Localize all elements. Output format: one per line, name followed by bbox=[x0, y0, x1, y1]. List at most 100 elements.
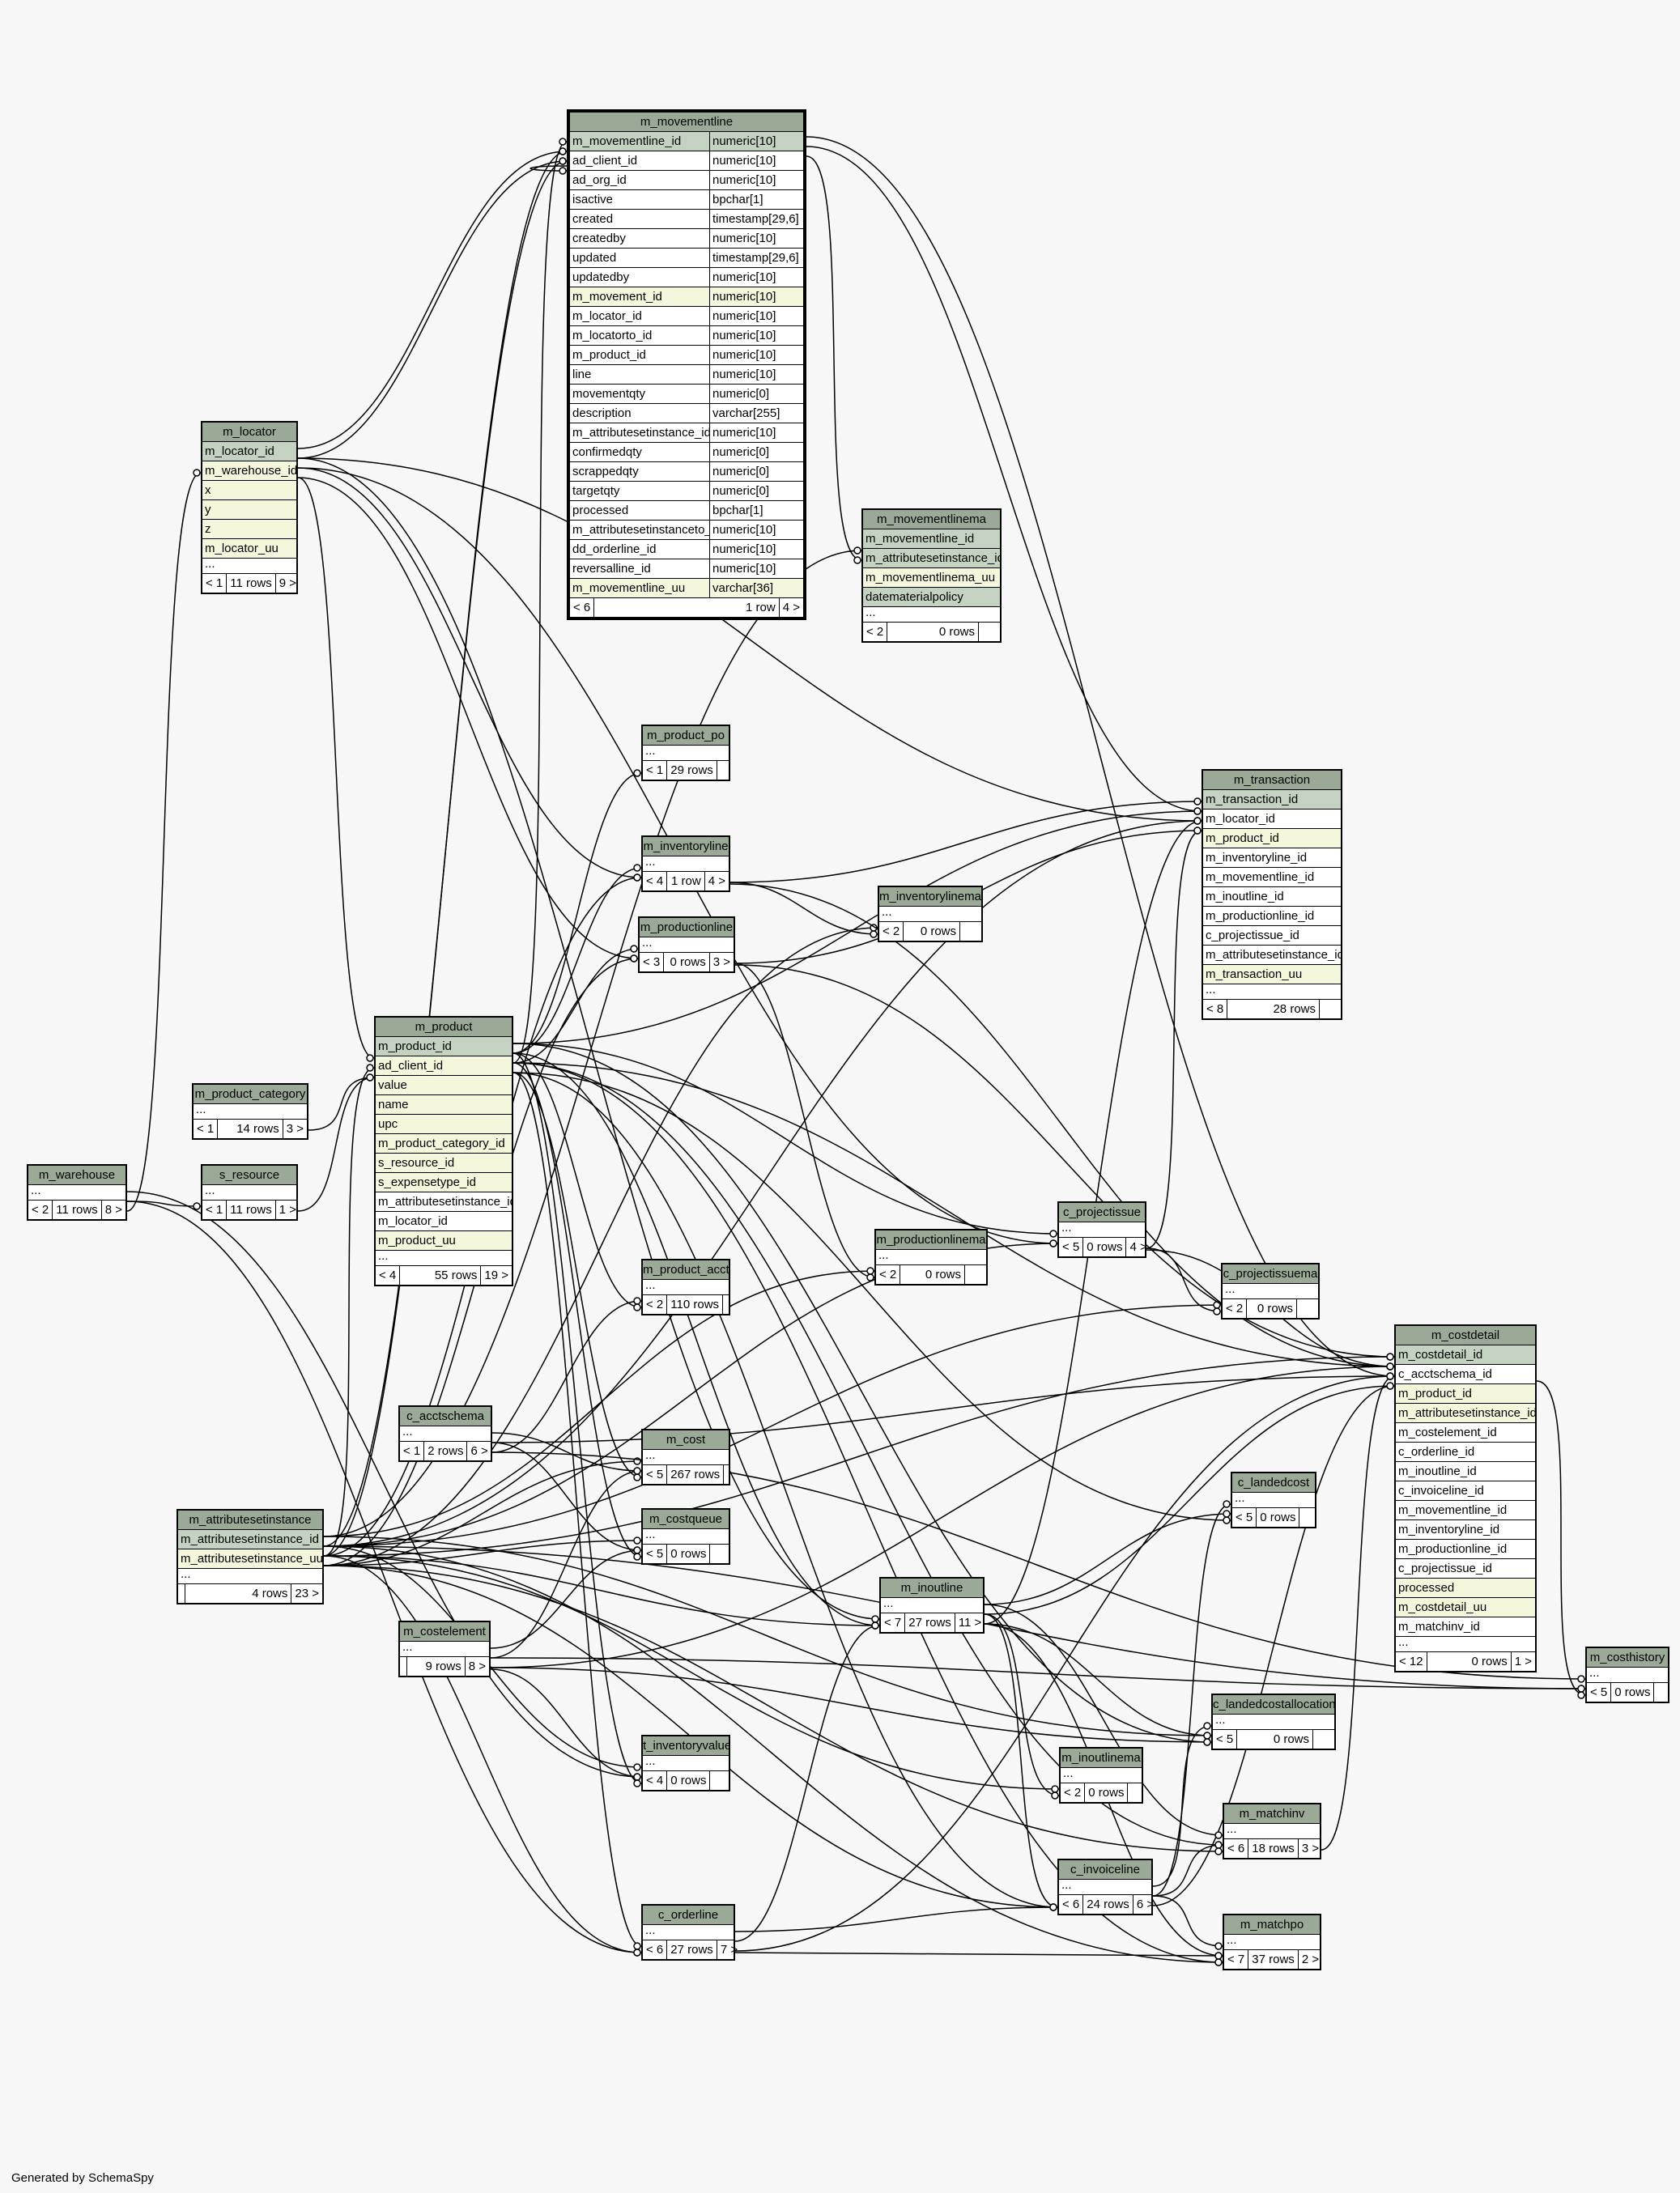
column-row[interactable]: ... bbox=[643, 1529, 729, 1545]
column-row[interactable]: ... bbox=[400, 1642, 489, 1657]
column-row[interactable]: m_costdetail_uu bbox=[1396, 1598, 1535, 1617]
parents-count[interactable]: < 1 bbox=[400, 1442, 425, 1460]
parents-count[interactable]: < 2 bbox=[863, 623, 888, 641]
parents-count[interactable]: < 4 bbox=[643, 872, 668, 890]
column-row[interactable]: ... bbox=[1061, 1768, 1142, 1783]
children-count[interactable]: 2 > bbox=[1301, 1953, 1320, 1966]
table-title[interactable]: m_matchinv bbox=[1224, 1804, 1320, 1824]
table-title[interactable]: m_movementlinema bbox=[863, 510, 1000, 529]
column-row[interactable]: ... bbox=[1587, 1668, 1668, 1683]
parents-count[interactable]: < 2 bbox=[28, 1201, 53, 1219]
parents-count[interactable]: < 1 bbox=[202, 574, 228, 593]
column-row[interactable]: m_inoutline_id bbox=[1203, 887, 1341, 907]
table-title[interactable]: m_inoutlinema bbox=[1061, 1749, 1142, 1768]
table-title[interactable]: c_landedcostallocation bbox=[1213, 1695, 1334, 1715]
column-row[interactable]: z bbox=[202, 520, 296, 539]
parents-count[interactable]: < 7 bbox=[1224, 1950, 1249, 1969]
parents-count[interactable]: < 2 bbox=[1061, 1783, 1086, 1802]
column-row[interactable]: m_product_id bbox=[376, 1037, 512, 1056]
column-row[interactable]: ... bbox=[202, 1185, 296, 1201]
table-title[interactable]: m_costqueue bbox=[643, 1510, 729, 1529]
children-count[interactable]: 23 > bbox=[295, 1587, 319, 1600]
table-title[interactable]: m_costelement bbox=[400, 1622, 489, 1642]
children-count[interactable]: 3 > bbox=[1301, 1842, 1320, 1855]
column-row[interactable]: ... bbox=[863, 607, 1000, 623]
parents-count[interactable]: < 2 bbox=[879, 922, 904, 941]
parents-count[interactable]: < 1 bbox=[194, 1120, 219, 1138]
column-row[interactable]: m_movementlinema_uu bbox=[863, 568, 1000, 588]
column-row[interactable]: x bbox=[202, 481, 296, 500]
parents-count[interactable]: < 5 bbox=[1587, 1683, 1612, 1702]
column-row[interactable]: value bbox=[376, 1076, 512, 1095]
table-title[interactable]: m_transaction bbox=[1203, 771, 1341, 790]
table-title[interactable]: m_costhistory bbox=[1587, 1648, 1668, 1668]
column-row[interactable]: s_resource_id bbox=[376, 1154, 512, 1173]
column-row[interactable]: m_locator_uu bbox=[202, 539, 296, 559]
parents-count[interactable]: < 4 bbox=[643, 1771, 668, 1790]
parents-count[interactable]: < 2 bbox=[643, 1295, 668, 1314]
parents-count[interactable]: < 7 bbox=[881, 1613, 906, 1632]
column-row[interactable]: ... bbox=[643, 1280, 729, 1295]
parents-count[interactable]: < 5 bbox=[643, 1465, 668, 1484]
children-count[interactable] bbox=[1654, 1683, 1675, 1702]
parents-count[interactable]: < 6 bbox=[1059, 1895, 1084, 1914]
parents-count[interactable]: < 1 bbox=[643, 761, 668, 780]
parents-count[interactable]: < 5 bbox=[1213, 1730, 1238, 1749]
column-row[interactable]: m_movementline_id bbox=[863, 529, 1000, 549]
table-title[interactable]: c_projectissue bbox=[1059, 1203, 1145, 1222]
column-row[interactable]: m_product_uu bbox=[376, 1231, 512, 1251]
table-title[interactable]: c_projectissuema bbox=[1223, 1264, 1318, 1284]
children-count[interactable] bbox=[723, 1295, 744, 1314]
parents-count[interactable]: < 2 bbox=[876, 1265, 901, 1284]
children-count[interactable]: 4 > bbox=[1129, 1240, 1147, 1254]
column-row[interactable]: ... bbox=[400, 1426, 491, 1442]
column-row[interactable]: name bbox=[376, 1095, 512, 1115]
column-row[interactable]: m_productionline_id bbox=[1203, 907, 1341, 926]
parents-count[interactable]: < 6 bbox=[1224, 1839, 1249, 1858]
column-row[interactable]: m_transaction_id bbox=[1203, 790, 1341, 810]
column-row[interactable]: c_projectissue_id bbox=[1203, 926, 1341, 946]
column-row[interactable]: y bbox=[202, 500, 296, 520]
table-title[interactable]: m_movementline bbox=[570, 113, 803, 132]
column-row[interactable]: ... bbox=[1203, 984, 1341, 1000]
parents-count[interactable]: < 6 bbox=[643, 1940, 668, 1959]
children-count[interactable]: 7 > bbox=[720, 1943, 738, 1957]
column-row[interactable]: m_movementline_id bbox=[1203, 868, 1341, 887]
children-count[interactable]: 9 > bbox=[279, 576, 296, 590]
children-count[interactable]: 4 > bbox=[708, 874, 725, 888]
parents-count[interactable]: < 6 bbox=[570, 598, 595, 617]
children-count[interactable]: 11 > bbox=[958, 1616, 982, 1630]
table-title[interactable]: c_orderline bbox=[643, 1906, 734, 1925]
children-count[interactable]: 6 > bbox=[470, 1444, 488, 1458]
column-row[interactable]: m_inventoryline_id bbox=[1396, 1520, 1535, 1540]
column-row[interactable]: m_costdetail_id bbox=[1396, 1345, 1535, 1365]
column-row[interactable]: m_productionline_id bbox=[1396, 1540, 1535, 1559]
column-row[interactable]: m_matchinv_id bbox=[1396, 1617, 1535, 1637]
table-title[interactable]: m_locator bbox=[202, 423, 296, 442]
parents-count[interactable] bbox=[400, 1657, 407, 1676]
